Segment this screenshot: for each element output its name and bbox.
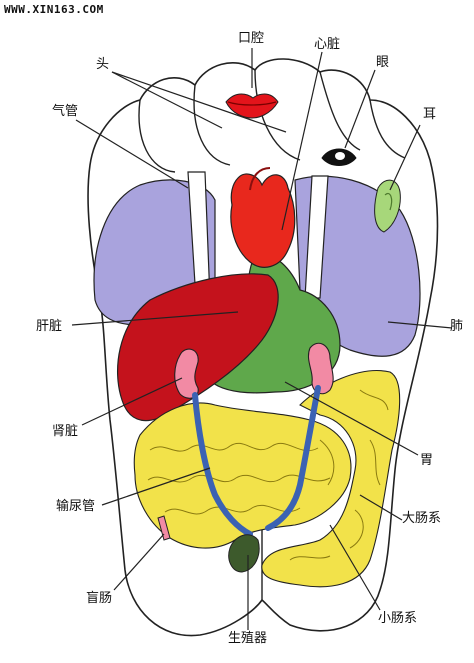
label-trachea: 气管 [52, 104, 79, 119]
label-genitals: 生殖器 [228, 631, 268, 646]
label-small-intestine: 小肠系 [378, 611, 418, 626]
heart [230, 173, 296, 268]
heart-vessel [249, 167, 271, 191]
ear-inner [384, 192, 393, 211]
left-kidney [174, 348, 199, 399]
right-trachea-tube [304, 175, 329, 299]
right-ureter [265, 385, 321, 531]
label-mouth: 口腔 [238, 31, 265, 46]
label-ear: 耳 [423, 107, 437, 122]
label-heart: 心脏 [314, 37, 341, 52]
leader-lines [71, 48, 453, 630]
eye-white [335, 152, 345, 160]
label-ureter: 输尿管 [56, 499, 96, 514]
mouth-lips [225, 93, 279, 119]
label-large-intestine: 大肠系 [402, 511, 442, 526]
toe-outline-3 [254, 69, 301, 161]
mouth-line [227, 101, 277, 106]
toe-outline-1 [138, 99, 176, 173]
ear [374, 179, 401, 233]
appendix [157, 515, 171, 541]
genitals [228, 534, 260, 573]
toe-outline-2 [193, 84, 231, 166]
label-appendix: 盲肠 [86, 591, 113, 606]
toe-outline-5 [369, 99, 406, 159]
large-intestine [261, 370, 401, 588]
toe-outline-4 [319, 71, 361, 151]
label-head: 头 [96, 57, 110, 72]
right-kidney [307, 342, 334, 395]
liver [116, 273, 279, 422]
label-eye: 眼 [376, 55, 390, 70]
watermark: WWW.XIN163.COM [4, 3, 104, 16]
label-liver: 肝脏 [36, 319, 63, 334]
label-stomach: 胃 [420, 453, 434, 468]
left-ureter [192, 392, 253, 537]
label-kidney: 肾脏 [52, 424, 79, 439]
intestine-coils [147, 389, 389, 561]
label-lung: 肺 [450, 319, 464, 334]
